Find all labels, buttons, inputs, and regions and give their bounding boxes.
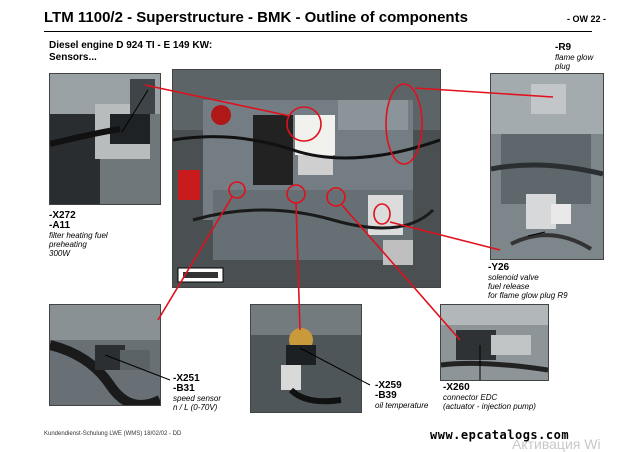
label-x272-code-1: -X272 xyxy=(49,210,76,221)
callout-line-x260 xyxy=(341,204,461,341)
callout-line-x259 xyxy=(295,202,301,331)
label-x259-code-2: -B39 xyxy=(375,390,397,401)
subtitle-line-1: Diesel engine D 924 TI - E 149 KW: xyxy=(49,40,213,51)
callout-circle-x251 xyxy=(228,181,246,199)
label-x272-desc-1: filter heating fuel xyxy=(49,231,108,240)
footer-url: www.epcatalogs.com xyxy=(430,428,570,442)
label-x251-desc-2: n / L (0-70V) xyxy=(173,403,218,412)
callout-circle-x259 xyxy=(286,184,306,204)
label-x251-code-2: -B31 xyxy=(173,383,195,394)
label-x251-desc-1: speed sensor xyxy=(173,394,222,403)
label-x259-code-1: -X259 xyxy=(375,380,402,391)
label-x272-code-2: -A11 xyxy=(49,220,71,231)
leader-x272 xyxy=(121,89,149,133)
label-x251-code-1: -X251 xyxy=(173,373,200,384)
footer-reference: Kundendienst-Schulung LWE (WMS) 18/02/02… xyxy=(44,431,182,437)
callout-line-x272 xyxy=(144,84,291,117)
photo-x272-filter-heating xyxy=(49,73,161,205)
photo-x259-oil-temperature xyxy=(250,304,362,413)
header-divider xyxy=(44,31,592,32)
label-x251: -X251 -B31 speed sensor n / L (0-70V) xyxy=(173,373,222,413)
callout-circle-r9 xyxy=(385,83,423,165)
callout-circle-x272 xyxy=(286,106,322,142)
label-x260-code: -X260 xyxy=(443,382,470,393)
label-r9-desc-2: plug xyxy=(555,62,571,71)
label-x259: -X259 -B39 oil temperature xyxy=(375,380,429,411)
leader-x259 xyxy=(299,347,371,386)
callout-circle-x260 xyxy=(326,187,346,207)
label-x260-desc-1: connector EDC xyxy=(443,393,498,402)
callout-circle-y26 xyxy=(373,203,391,225)
subtitle-line-2: Sensors... xyxy=(49,52,97,63)
callout-line-y26 xyxy=(389,221,501,251)
label-x260-desc-2: (actuator - injection pump) xyxy=(443,402,536,411)
label-x272-desc-2: preheating xyxy=(49,240,87,249)
label-y26-desc-2: fuel release xyxy=(488,282,530,291)
section-subtitle: Diesel engine D 924 TI - E 149 KW: Senso… xyxy=(49,40,212,64)
label-x272: -X272 -A11 filter heating fuel preheatin… xyxy=(49,210,108,259)
footer-watermark: Активация Wi xyxy=(512,436,601,452)
label-y26-desc-3: for flame glow plug R9 xyxy=(488,291,568,300)
page-title: LTM 1100/2 - Superstructure - BMK - Outl… xyxy=(44,9,468,26)
label-r9: -R9 flame glow plug xyxy=(555,42,594,72)
label-y26: -Y26 solenoid valve fuel release for fla… xyxy=(488,262,568,301)
engine-photo-main xyxy=(172,69,441,288)
label-y26-desc-1: solenoid valve xyxy=(488,273,539,282)
label-x272-desc-3: 300W xyxy=(49,249,70,258)
label-r9-code: -R9 xyxy=(555,42,572,53)
page-code: - OW 22 - xyxy=(567,14,607,24)
label-r9-desc-1: flame glow xyxy=(555,53,594,62)
label-x259-desc-1: oil temperature xyxy=(375,401,429,410)
label-x260: -X260 connector EDC (actuator - injectio… xyxy=(443,382,536,412)
leader-y26 xyxy=(527,231,546,237)
photo-x260-connector-edc xyxy=(440,304,549,381)
photo-r9-y26-glow-plug xyxy=(490,73,604,260)
leader-x251 xyxy=(104,354,171,381)
callout-line-r9 xyxy=(414,87,554,98)
label-y26-code: -Y26 xyxy=(488,262,510,273)
callout-line-x251 xyxy=(157,196,233,321)
